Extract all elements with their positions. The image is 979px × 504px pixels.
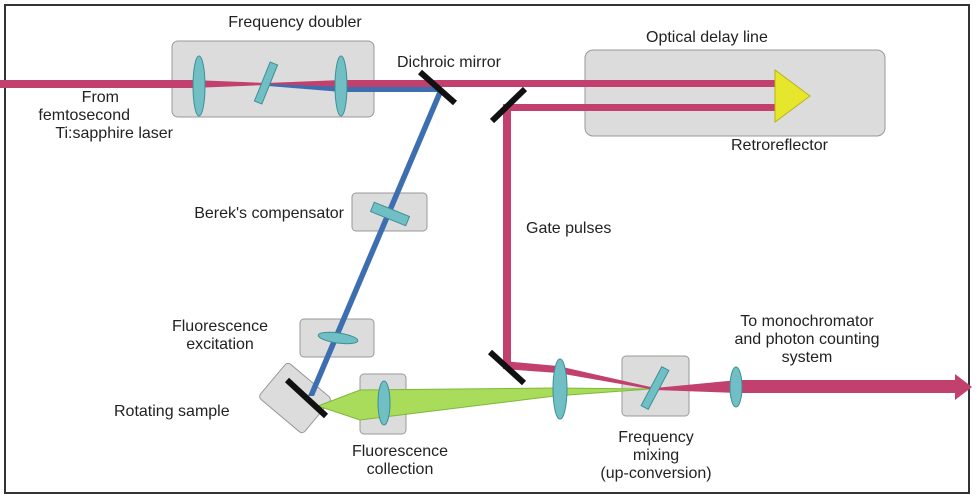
dichroic-mirror — [418, 69, 457, 106]
frequency-mixing-line-3: (up-conversion) — [600, 465, 712, 482]
from-laser-line-3: Ti:sapphire laser — [55, 125, 173, 142]
sample-mirror — [284, 377, 329, 419]
collection-lens — [377, 380, 391, 426]
rotating-sample-label: Rotating sample — [114, 403, 230, 420]
from-laser-label: From femtosecond Ti:sapphire laser — [0, 89, 173, 143]
fluorescence-collection-line-2: collection — [366, 461, 434, 478]
lower-mirror — [487, 349, 527, 386]
diagram-frame — [4, 4, 970, 494]
gate-pulses-beam — [503, 104, 511, 368]
fluorescence-beam — [316, 387, 651, 421]
doubler-lens-1 — [192, 55, 206, 117]
fluorescence-collection-label: Fluorescence collection — [325, 443, 475, 479]
frequency-doubler-box — [171, 40, 375, 118]
to-monochromator-line-1: To monochromator — [740, 313, 874, 330]
output-beam — [655, 380, 958, 393]
mixing-crystal — [640, 366, 670, 410]
doubler-blue-beam — [268, 84, 440, 92]
retroreflector — [774, 69, 811, 123]
retroreflector-label: Retroreflector — [731, 137, 828, 154]
output-arrow — [955, 374, 972, 400]
from-laser-line-2: femtosecond — [38, 107, 130, 124]
excitation-beam — [308, 90, 444, 396]
optical-delay-line-box — [584, 49, 886, 137]
fluorescence-excitation-label: Fluorescence excitation — [150, 318, 290, 354]
output-lens — [729, 366, 743, 408]
upper-mirror — [489, 86, 528, 124]
laser-input-beam — [0, 80, 192, 88]
fluorescence-excitation-line-1: Fluorescence — [171, 318, 269, 335]
gate-beam-to-mixer — [503, 361, 558, 373]
doubling-crystal — [253, 61, 279, 105]
frequency-mixing-line-2: mixing — [632, 447, 680, 464]
excitation-lens — [317, 331, 359, 345]
doubler-lens-2 — [334, 55, 348, 117]
frequency-mixing-label: Frequency mixing (up-conversion) — [576, 429, 736, 483]
rotating-sample-box — [259, 362, 331, 434]
bereks-compensator-plate — [369, 201, 411, 227]
to-monochromator-line-2: and photon counting — [734, 331, 880, 348]
gate-beam-focus — [558, 366, 655, 390]
delay-line-input-beam — [342, 80, 782, 87]
bereks-compensator-label: Berek's compensator — [194, 205, 344, 222]
gate-pulses-label: Gate pulses — [526, 220, 612, 237]
optical-delay-line-label: Optical delay line — [646, 29, 768, 46]
frequency-mixing-line-1: Frequency — [618, 429, 694, 446]
to-monochromator-label: To monochromator and photon counting sys… — [702, 313, 912, 367]
fluorescence-excitation-line-2: excitation — [186, 336, 254, 353]
retroreflected-beam — [503, 104, 782, 111]
fluorescence-collection-line-1: Fluorescence — [351, 443, 449, 460]
focusing-lens — [552, 358, 568, 420]
dichroic-mirror-label: Dichroic mirror — [397, 54, 501, 71]
frequency-doubler-label: Frequency doubler — [228, 14, 362, 31]
from-laser-line-1: From — [81, 89, 119, 106]
to-monochromator-line-3: system — [781, 349, 833, 366]
